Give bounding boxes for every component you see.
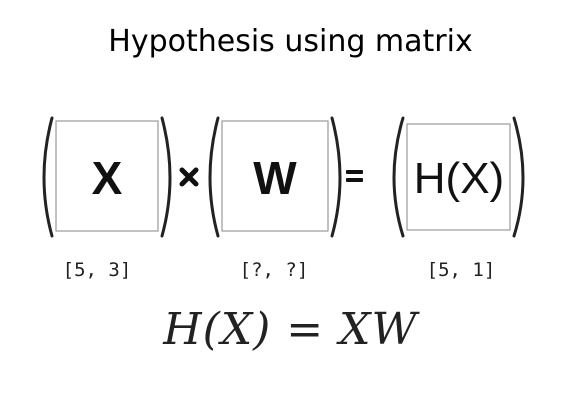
hypothesis-formula: H(X) = XW <box>163 304 418 355</box>
left-paren <box>208 116 220 238</box>
matrix-box <box>406 123 511 231</box>
matrix-label: X <box>92 152 123 204</box>
shape-label-w: [?, ?] <box>240 259 309 281</box>
right-paren <box>512 116 525 238</box>
matrix-hx: H(X) <box>392 116 525 238</box>
matrix-w: W <box>208 116 342 238</box>
left-paren <box>392 116 405 238</box>
matrix-x: X <box>42 116 172 238</box>
slide-title: Hypothesis using matrix <box>108 24 473 59</box>
equals-icon <box>346 170 363 182</box>
shape-label-x: [5, 3] <box>63 259 132 281</box>
multiply-icon <box>179 167 199 187</box>
matrix-box <box>221 120 329 232</box>
right-paren <box>160 116 172 238</box>
matrix-label: H(X) <box>414 154 504 203</box>
left-paren <box>42 116 54 238</box>
right-paren <box>330 116 342 238</box>
shape-label-hx: [5, 1] <box>427 259 496 281</box>
matrix-label: W <box>253 152 297 204</box>
matrix-box <box>55 120 159 232</box>
